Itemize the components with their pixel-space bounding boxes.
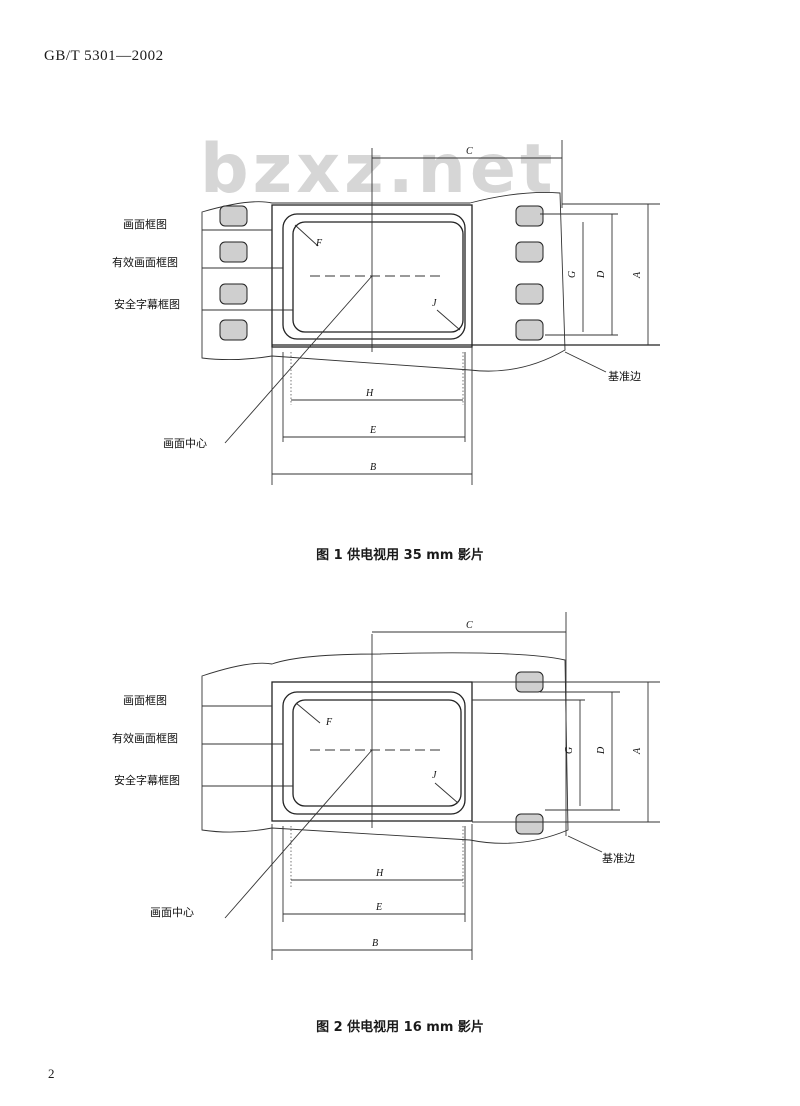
label-picture-frame: 画面框图	[123, 218, 167, 231]
center-leader	[224, 275, 373, 444]
dim-E: E	[369, 425, 376, 436]
dim2-H: H	[375, 868, 384, 879]
label-safe-title-frame-2: 安全字幕框图	[114, 773, 180, 787]
safe-title-frame	[292, 221, 464, 333]
dim2-J: J	[432, 770, 437, 781]
dim2-B: B	[372, 938, 378, 949]
dim-C: C	[466, 146, 473, 157]
figure-2-caption: 图 2 供电视用 16 mm 影片	[316, 1020, 484, 1035]
figure-2-diagram: 画面框图 有效画面框图 安全字幕框图 画面中心 基准边 C H E B F J …	[112, 612, 660, 960]
right-perforations	[515, 205, 544, 341]
dim-B: B	[370, 462, 376, 473]
safe-title-frame-2	[292, 699, 462, 807]
effective-picture-frame-2	[282, 691, 466, 815]
figure-1-diagram: 画面框图 有效画面框图 安全字幕框图 画面中心 基准边 C H E B F J …	[112, 140, 660, 485]
perforations-2	[515, 671, 544, 835]
dim2-A: A	[632, 747, 643, 755]
label-reference-edge: 基准边	[608, 370, 641, 383]
left-perforations	[219, 205, 248, 341]
dim2-D: D	[596, 746, 607, 755]
film-outline	[201, 191, 566, 372]
page-number: 2	[48, 1066, 55, 1081]
label-picture-center: 画面中心	[163, 437, 207, 450]
dim-D: D	[596, 270, 607, 279]
standard-number: GB/T 5301—2002	[44, 48, 164, 64]
dim-G: G	[567, 271, 578, 278]
dim-H: H	[365, 388, 374, 399]
effective-picture-frame	[282, 213, 466, 340]
label-reference-edge-2: 基准边	[602, 852, 635, 865]
watermark: bzxz.net	[200, 130, 557, 209]
dim-A: A	[632, 271, 643, 279]
dim2-E: E	[375, 902, 382, 913]
label-effective-picture-frame: 有效画面框图	[112, 255, 178, 269]
figure-1-caption: 图 1 供电视用 35 mm 影片	[316, 548, 484, 563]
dim-F: F	[315, 238, 323, 249]
label-effective-picture-frame-2: 有效画面框图	[112, 731, 178, 745]
dim2-F: F	[325, 717, 333, 728]
label-safe-title-frame: 安全字幕框图	[114, 297, 180, 311]
label-picture-center-2: 画面中心	[150, 906, 194, 919]
dim2-G: G	[564, 747, 575, 754]
dim2-C: C	[466, 620, 473, 631]
label-picture-frame-2: 画面框图	[123, 694, 167, 707]
dim-J: J	[432, 298, 437, 309]
